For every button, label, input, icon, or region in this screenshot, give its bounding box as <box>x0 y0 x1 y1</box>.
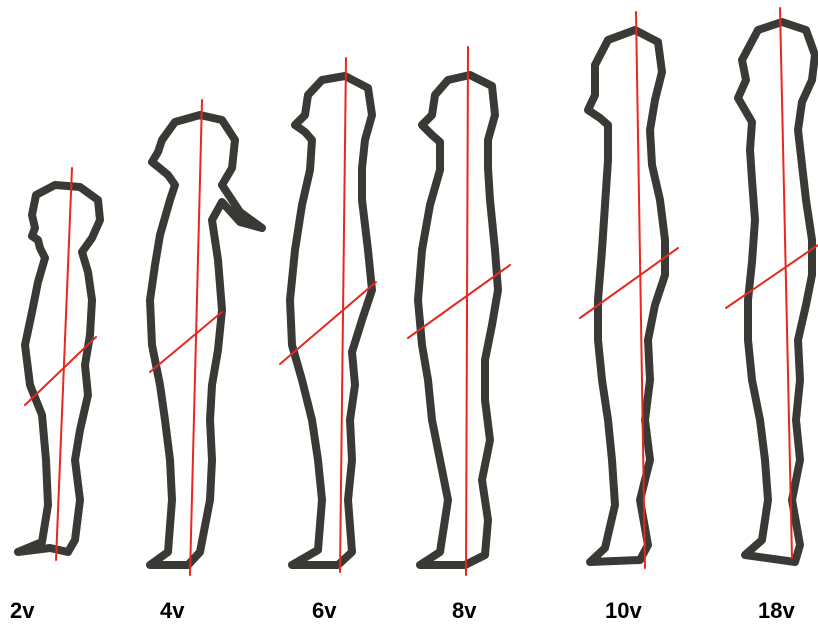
pelvis-tilt-line-4v <box>150 312 222 372</box>
age-label-6v: 6v <box>312 598 336 624</box>
body-outline-8v <box>418 75 498 565</box>
silhouette-4v <box>150 100 262 575</box>
age-label-18v: 18v <box>758 598 795 624</box>
silhouette-10v <box>580 12 678 568</box>
silhouette-18v <box>726 8 818 562</box>
body-outline-4v <box>150 115 262 565</box>
silhouette-6v <box>280 58 376 572</box>
age-label-2v: 2v <box>10 598 34 624</box>
silhouette-2v <box>18 168 100 560</box>
silhouette-8v <box>408 47 510 575</box>
body-outline-10v <box>588 30 665 562</box>
vertical-axis-18v <box>780 8 792 558</box>
age-label-4v: 4v <box>160 598 184 624</box>
age-label-8v: 8v <box>452 598 476 624</box>
vertical-axis-2v <box>56 168 72 560</box>
vertical-axis-8v <box>466 47 468 575</box>
age-label-10v: 10v <box>605 598 642 624</box>
